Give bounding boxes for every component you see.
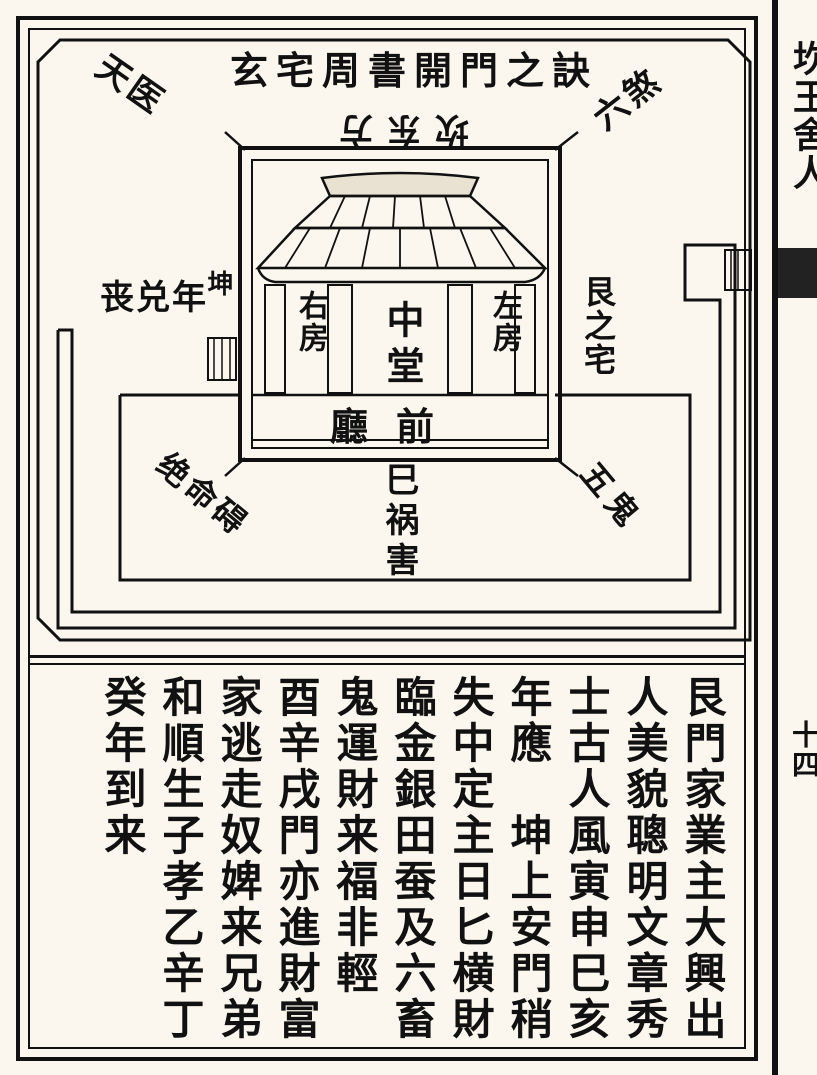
text-column: 癸年到来 (98, 675, 147, 859)
gutter-line (772, 0, 778, 1075)
text-column: 鬼運財来福非輕 (330, 675, 379, 997)
diagram-title: 玄宅周書開門之訣 (230, 48, 599, 93)
edge-text-upper: 坎王舍人 (787, 40, 817, 192)
text-column: 年應 坤上安門稍 (504, 675, 553, 1043)
text-body: 艮門家業主大興出 人美貌聰明文章秀 士古人風寅申巳亥 年應 坤上安門稍 失中定主… (80, 675, 735, 1045)
roof-ridge (320, 171, 480, 198)
diagram (36, 38, 752, 642)
label-dui-year: 丧兑年 (100, 278, 208, 318)
adjacent-page-edge: 坎王舍人 十四 (772, 0, 817, 1075)
edge-dark-block (778, 248, 817, 298)
text-column: 家逃走奴婢来兄弟 (214, 675, 263, 1043)
label-huohai: 巳祸害 (379, 462, 419, 582)
edge-text-lower: 十四 (788, 720, 817, 780)
page-frame (16, 16, 758, 1061)
house-outer (238, 146, 562, 462)
left-room-label: 右房 (293, 290, 328, 354)
text-column: 酉辛戌門亦進財富 (272, 675, 321, 1043)
right-room-label: 左房 (487, 290, 522, 354)
label-gen-house: 艮之宅 (579, 275, 617, 377)
column (327, 284, 353, 394)
section-divider (28, 655, 746, 665)
text-column: 和順生子孝乙辛丁 (156, 675, 205, 1043)
text-column: 艮門家業主大興出 (678, 675, 727, 1043)
column (264, 284, 286, 394)
courtyard-wall (118, 393, 692, 582)
roof-upper (291, 194, 509, 230)
center-hall-label: 中堂 (380, 300, 425, 392)
site-wall (56, 243, 737, 630)
diagram-frame (36, 38, 752, 642)
top-direction-label: 坎东方 (325, 109, 469, 149)
inner-frame (28, 28, 746, 1049)
label-kun: 坤 (203, 270, 233, 298)
text-column: 士古人風寅申巳亥 (562, 675, 611, 1043)
text-column: 臨金銀田蚕及六畜 (388, 675, 437, 1043)
column (447, 284, 473, 394)
front-hall-label: 前廳 (330, 404, 463, 449)
column (514, 284, 536, 394)
house-inner (251, 159, 549, 449)
text-column: 人美貌聰明文章秀 (620, 675, 669, 1043)
text-column: 失中定主日匕横財 (446, 675, 495, 1043)
